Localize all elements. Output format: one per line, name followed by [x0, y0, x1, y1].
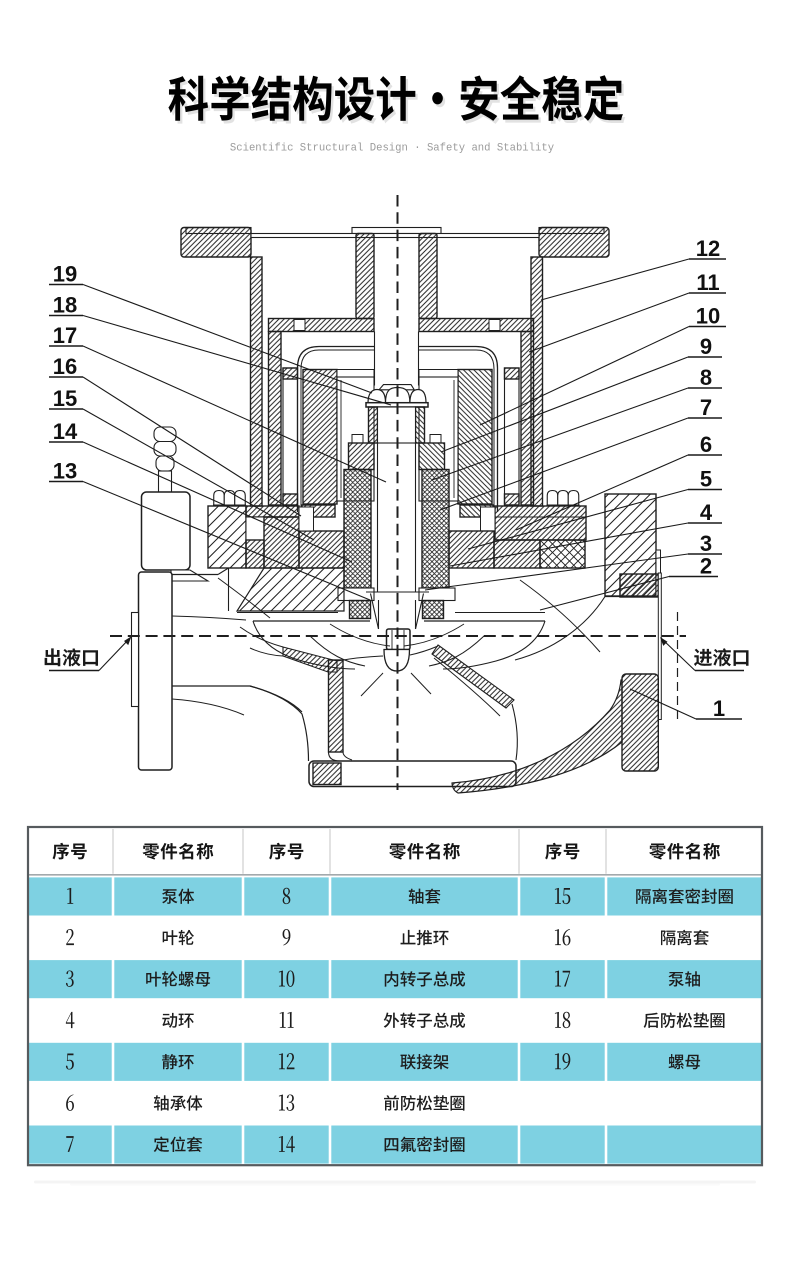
svg-text:15: 15: [53, 386, 77, 411]
svg-text:11: 11: [696, 270, 719, 295]
svg-text:Scientific Structural Design ·: Scientific Structural Design · Safety an…: [230, 143, 554, 155]
svg-text:5: 5: [700, 467, 712, 492]
svg-text:18: 18: [53, 293, 77, 318]
svg-text:4: 4: [700, 500, 713, 525]
svg-text:9: 9: [700, 334, 712, 359]
svg-text:12: 12: [696, 236, 720, 261]
svg-text:6: 6: [700, 432, 712, 457]
svg-text:16: 16: [53, 354, 77, 379]
svg-text:14: 14: [53, 419, 78, 444]
svg-text:10: 10: [696, 304, 720, 329]
svg-text:17: 17: [53, 323, 77, 348]
svg-text:3: 3: [700, 531, 712, 556]
svg-text:13: 13: [53, 459, 77, 484]
svg-text:2: 2: [700, 554, 712, 579]
svg-text:1: 1: [713, 696, 725, 721]
svg-text:19: 19: [53, 262, 77, 287]
svg-text:8: 8: [700, 365, 712, 390]
svg-text:7: 7: [700, 395, 712, 420]
